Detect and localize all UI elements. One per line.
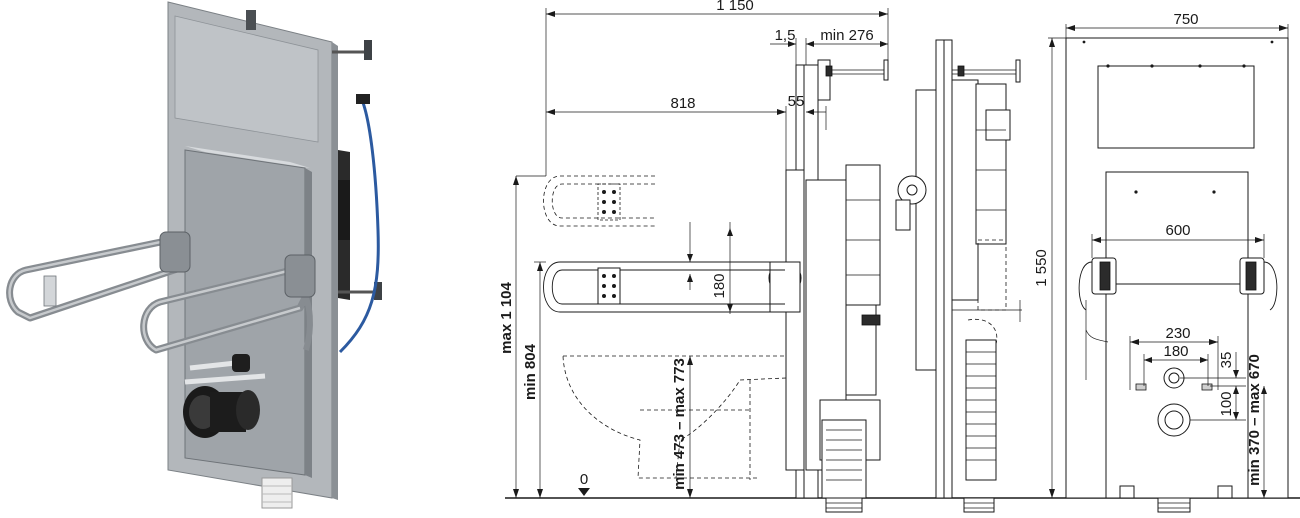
grab-rail-right (140, 254, 316, 354)
dim-rail-distance: 600 (1165, 222, 1190, 239)
dim-front-width: 750 (1173, 11, 1198, 28)
dim-depth: min 276 (820, 27, 873, 44)
side-view-drawing: 0 1 150 1,5 min 276 818 55 (498, 0, 1300, 513)
floor-zero-label: 0 (580, 471, 588, 488)
dim-bolt-outer: 230 (1165, 325, 1190, 342)
mounting-studs (184, 354, 266, 385)
grab-rail-left (6, 231, 191, 322)
dim-min-height: min 804 (522, 343, 539, 400)
dim-small-offset: 35 (1218, 352, 1235, 369)
dim-bolt-inner: 180 (1163, 343, 1188, 360)
steel-mounting-frame-render (6, 1, 382, 509)
floor-zero-arrow (578, 488, 590, 496)
dim-seat-height: min 473 – max 773 (671, 358, 688, 490)
dim-rail-length: 818 (670, 95, 695, 112)
side-section-drawing (895, 39, 1022, 513)
front-view-drawing: 750 1 550 600 230 180 (1033, 11, 1289, 513)
dim-rail-offset: 55 (788, 93, 805, 110)
dim-wall-gap: 1,5 (775, 27, 796, 44)
drain-outlet (183, 386, 260, 438)
dim-overall-width: 1 150 (716, 0, 754, 14)
wall-bracket-upper (332, 40, 372, 60)
dim-outlet-height: min 370 – max 670 (1246, 354, 1263, 486)
dim-outlet-offset: 100 (1218, 391, 1235, 416)
dim-front-height: 1 550 (1033, 249, 1050, 287)
dim-max-height: max 1 104 (498, 281, 515, 353)
dim-rail-spacing: 180 (711, 273, 728, 298)
water-hose (338, 99, 380, 354)
